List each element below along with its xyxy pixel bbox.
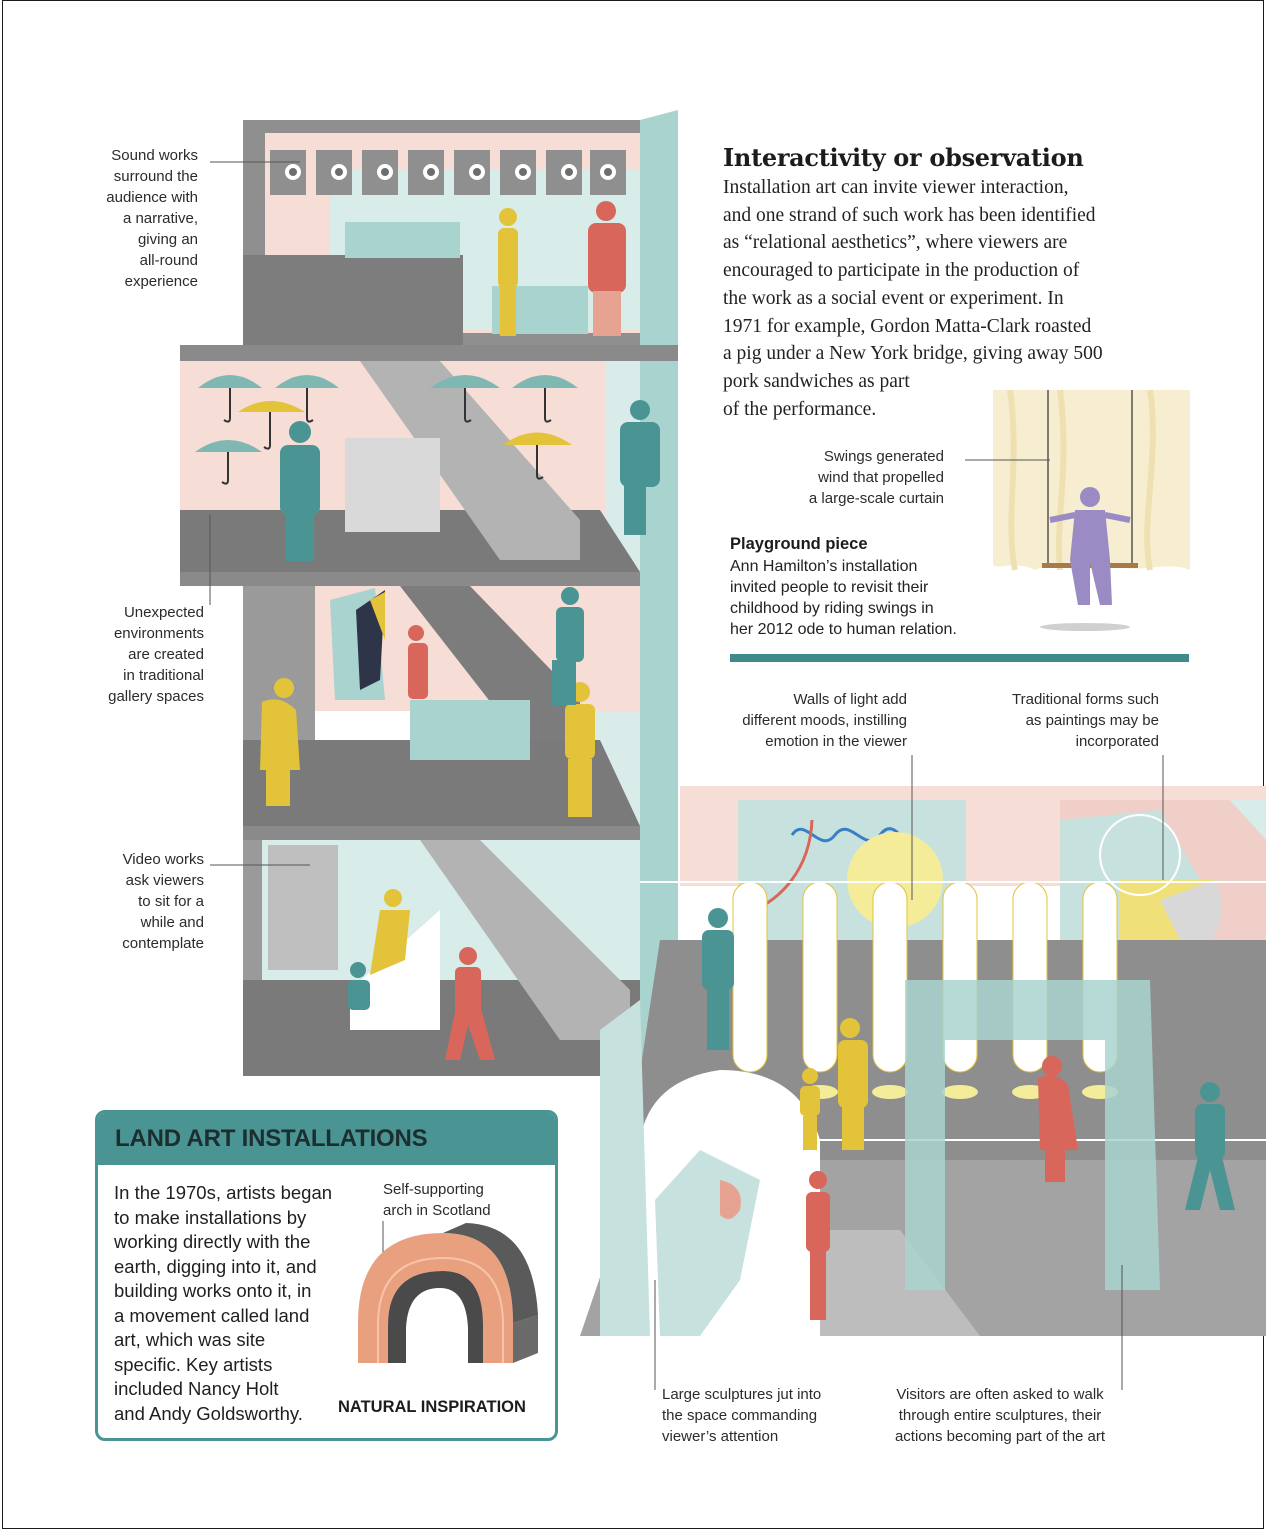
- natural-inspiration-caption: NATURAL INSPIRATION: [338, 1398, 526, 1416]
- right-gallery: [580, 786, 1266, 1336]
- interactivity-title: Interactivity or observation: [723, 143, 1084, 172]
- speakers: [270, 150, 626, 195]
- sound-works-label: Sound works surround the audience with a…: [106, 147, 198, 290]
- section-divider: [730, 654, 1189, 662]
- interactivity-body: Installation art can invite viewer inter…: [723, 177, 1103, 420]
- visitors-walk-label: Visitors are often asked to walk through…: [894, 1386, 1106, 1445]
- land-art-header: [98, 1113, 555, 1165]
- gallery-building: [180, 110, 678, 1076]
- unexpected-environments-label: Unexpected environments are created in t…: [108, 604, 204, 705]
- land-art-body: In the 1970s, artists began to make inst…: [114, 1182, 333, 1424]
- leader-lines: [209, 161, 1164, 1390]
- land-art-box: LAND ART INSTALLATIONS In the 1970s, art…: [95, 1110, 558, 1441]
- playground-title: Playground piece: [730, 535, 868, 553]
- swing-curtain: [993, 389, 1190, 631]
- video-works-label: Video works ask viewers to sit for a whi…: [122, 851, 204, 952]
- swings-label: Swings generated wind that propelled a l…: [808, 448, 944, 507]
- building-visitors: [260, 201, 660, 1060]
- playground-body: Ann Hamilton’s installation invited peop…: [730, 558, 957, 638]
- land-art-title: LAND ART INSTALLATIONS: [115, 1125, 428, 1152]
- large-sculptures-label: Large sculptures jut into the space comm…: [662, 1386, 822, 1445]
- arch-label: Self-supporting arch in Scotland: [383, 1181, 491, 1219]
- umbrellas: [195, 375, 578, 485]
- traditional-forms-label: Traditional forms such as paintings may …: [1012, 691, 1159, 750]
- stone-arch-illustration: [358, 1221, 538, 1363]
- walls-of-light-label: Walls of light add different moods, inst…: [742, 691, 907, 750]
